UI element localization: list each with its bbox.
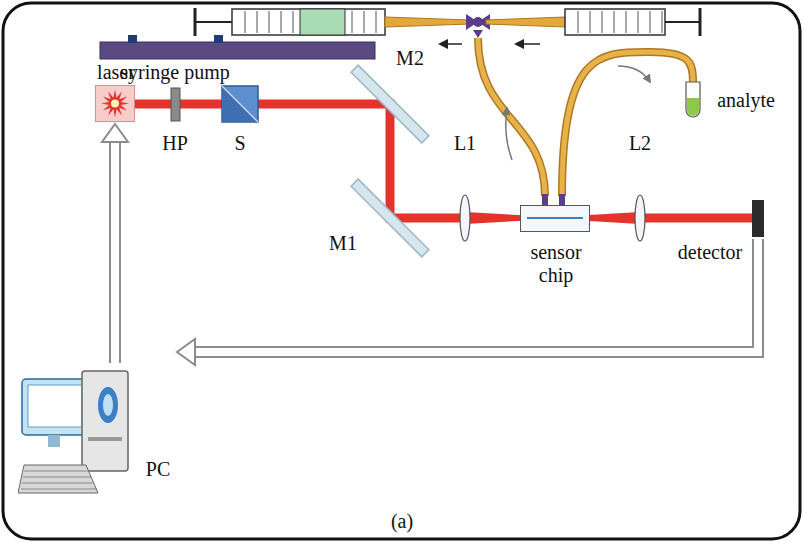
pump-clamp [214,35,223,43]
signal-arrow [177,239,758,365]
lens [460,195,470,241]
label-slot: analyte [717,89,775,112]
node-label: PC [146,458,170,480]
left-syringe [195,8,470,36]
computer-icon [18,365,175,505]
node-label: sensor chip [521,241,591,287]
three-way-valve [466,14,490,38]
label-slot: L2 [629,132,651,155]
right-syringe [486,8,700,36]
half-wave-plate [171,88,180,121]
pump-clamp [128,35,137,43]
signal-arrow [102,124,128,363]
polarizer-cube [222,86,258,122]
text-slot: sensor chip [521,241,591,287]
part-label: M1 [329,232,357,254]
label-slot: syringe pump [120,61,229,84]
part-label: (a) [391,510,413,532]
flow-arrow [618,66,650,82]
part-label: HP [162,132,188,154]
node-label: detector [678,241,742,263]
pump-base [100,42,375,59]
label-slot: S [234,132,245,155]
part-label: S [234,132,245,154]
label-slot: M2 [396,47,424,70]
text-slot: detector [678,241,742,264]
flow-arrow [516,43,540,45]
label-slot: L1 [454,132,476,155]
flow-channel [527,217,583,219]
detector: detector [752,200,764,237]
label-slot: (a) [391,510,413,533]
part-label: analyte [717,89,775,111]
tubing [478,38,693,196]
label-slot: HP [162,132,188,155]
sensor-chip: sensor chip [520,205,590,232]
flow-arrow [506,108,512,160]
text-slot: PC [146,458,170,481]
part-label: syringe pump [120,61,229,83]
pc-computer: PC [18,365,175,505]
part-label: L1 [454,132,476,154]
laser-box: laser [95,85,135,122]
lens [635,195,645,241]
mirror [351,65,429,143]
label-slot: M1 [329,232,357,255]
part-label: M2 [396,47,424,69]
flow-arrow [440,43,462,45]
part-label: L2 [629,132,651,154]
laser-burst [95,85,135,122]
analyte-tube [686,82,700,117]
frame [3,3,800,539]
mirror [351,179,429,257]
